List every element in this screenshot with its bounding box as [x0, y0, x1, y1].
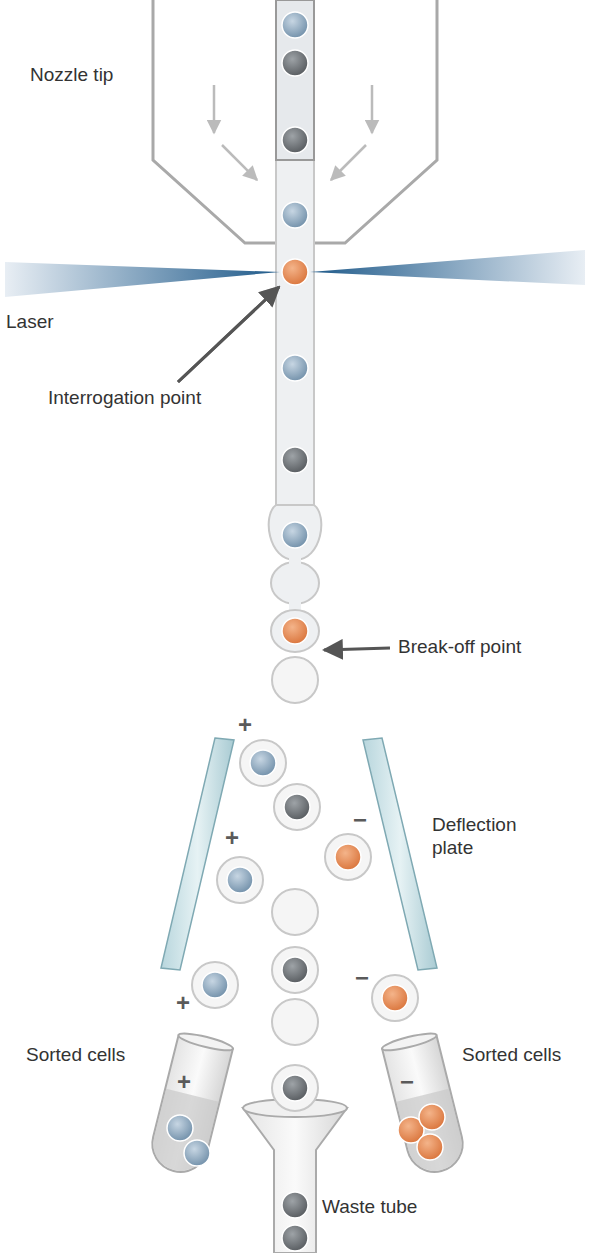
charge-sign: + [225, 826, 239, 850]
part-label: Deflection plate [432, 814, 552, 860]
cell [250, 750, 276, 776]
cell [240, 740, 286, 786]
cell [282, 127, 308, 153]
cell [227, 867, 253, 893]
cell [325, 834, 371, 880]
charge-sign: − [353, 808, 367, 832]
cell [282, 1075, 308, 1101]
cell [372, 975, 418, 1021]
part-label: Interrogation point [48, 387, 201, 410]
cell [419, 1104, 445, 1130]
cell [282, 447, 308, 473]
charge-sign: + [177, 1070, 191, 1094]
cell [282, 12, 308, 38]
cell [282, 50, 308, 76]
charge-sign: − [400, 1070, 414, 1094]
part-label: Waste tube [322, 1196, 417, 1219]
part-label: Laser [6, 311, 54, 334]
cell [282, 355, 308, 381]
cell [417, 1134, 443, 1160]
cell [282, 618, 308, 644]
charge-sign: + [176, 991, 190, 1015]
cell [284, 794, 310, 820]
cell [202, 972, 228, 998]
cell [272, 1065, 318, 1111]
cell [184, 1140, 210, 1166]
cell [272, 947, 318, 993]
cell [167, 1115, 193, 1141]
cell [382, 985, 408, 1011]
cell [335, 844, 361, 870]
charge-sign: − [355, 966, 369, 990]
cell [282, 957, 308, 983]
cell [274, 784, 320, 830]
cell [282, 202, 308, 228]
cell [282, 1192, 308, 1218]
part-label: Nozzle tip [30, 64, 113, 87]
part-label: Sorted cells [26, 1044, 125, 1067]
cell [272, 889, 318, 935]
cell [282, 522, 308, 548]
cell [282, 1225, 308, 1251]
cell [282, 259, 308, 285]
cell [192, 962, 238, 1008]
cell [217, 857, 263, 903]
part-label: Break-off point [398, 636, 521, 659]
part-label: Sorted cells [462, 1044, 561, 1067]
charge-sign: + [238, 713, 252, 737]
cell [272, 999, 318, 1045]
cell [272, 657, 318, 703]
